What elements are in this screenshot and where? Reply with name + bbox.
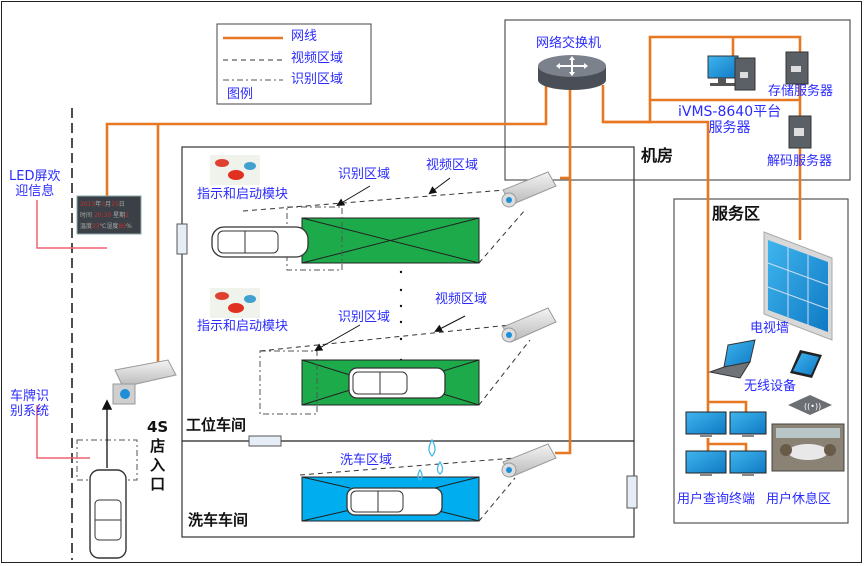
platform-label: iVMS-8640平台 服务器: [678, 104, 781, 136]
tv-wall-icon: [763, 231, 833, 341]
terminal-monitor-icon: [729, 450, 767, 476]
platform-server-icon: [707, 55, 756, 91]
svg-text:((•)): ((•)): [804, 402, 821, 411]
terminal-label: 用户查询终端: [677, 492, 756, 507]
wash-door-top: [248, 435, 282, 447]
wash-zone-label: 洗车区域: [340, 453, 393, 468]
indicator-module-icon-1: [210, 155, 260, 185]
led-label-line1: LED屏欢: [9, 169, 61, 184]
lounge-label: 用户休息区: [766, 492, 832, 507]
legend-box: [216, 23, 372, 105]
bay1-video-label: 视频区域: [426, 158, 479, 173]
continuation-dots: [399, 270, 403, 362]
wireless-ap-icon: ((•)): [788, 395, 832, 415]
bay2-camera-icon: [501, 307, 557, 343]
bay1-camera-icon: [501, 171, 557, 208]
led-display-text: 2013年3月25日 时间 20:30 星期2 温度23℃湿度80%: [80, 201, 132, 230]
laptop-icon: [708, 339, 756, 379]
terminal-monitor-icon: [729, 411, 767, 437]
platform-label-line2: 服务器: [708, 120, 751, 137]
legend-video-label: 视频区域: [291, 51, 344, 66]
bay1-car-icon: [211, 226, 309, 258]
wireless-label: 无线设备: [744, 379, 797, 394]
workshop-door: [176, 223, 188, 255]
wash-title: 洗车车间: [188, 511, 249, 529]
work-bay-1: [211, 177, 526, 271]
entrance-label: 4S 店 入 口: [147, 418, 169, 493]
user-terminals: [685, 411, 767, 476]
platform-label-line1: iVMS-8640平台: [678, 104, 782, 120]
bay2-recog-area: [259, 350, 318, 415]
led-label-line2: 迎信息: [15, 183, 55, 199]
work-bay-2: [259, 315, 531, 415]
lpr-label: 车牌识 别系统: [10, 389, 50, 420]
server-room-title: 机房: [641, 146, 674, 165]
water-drops-icon: [417, 438, 444, 481]
wash-bay: [299, 457, 516, 522]
wash-car-icon: [346, 487, 443, 516]
terminal-monitor-icon: [685, 450, 727, 476]
service-area-box: [673, 198, 849, 524]
decode-server-icon: [788, 115, 812, 149]
entrance-camera-icon: [112, 359, 177, 405]
wash-door-right: [626, 475, 638, 509]
indicator-module-icon-2: [210, 288, 260, 318]
storage-server-label: 存储服务器: [768, 84, 834, 99]
switch-label: 网络交换机: [536, 36, 602, 51]
led-callout-line: [36, 200, 107, 249]
lpr-label-line1: 车牌识: [10, 389, 50, 404]
lounge-photo: [771, 423, 845, 472]
bay1-module-label: 指示和启动模块: [197, 187, 289, 202]
lpr-callout-line: [36, 405, 90, 459]
legend-network-label: 网线: [291, 29, 318, 44]
entrance-car-icon: [89, 469, 127, 559]
legend-title: 图例: [227, 87, 254, 102]
tablet-icon: [790, 350, 822, 378]
wash-camera-icon: [501, 443, 557, 478]
bay2-recog-label: 识别区域: [338, 310, 391, 325]
workshop-title: 工位车间: [186, 416, 247, 434]
network-switch-icon: [538, 55, 606, 90]
storage-server-icon: [785, 51, 809, 85]
bay1-recog-area: [286, 206, 343, 271]
server-room-box: [504, 19, 851, 181]
led-screen: [76, 195, 142, 235]
lpr-label-line2: 别系统: [10, 403, 50, 419]
tv-wall-label: 电视墙: [750, 321, 790, 336]
terminal-monitor-icon: [685, 411, 727, 437]
legend-recog-label: 识别区域: [291, 72, 344, 87]
led-label: LED屏欢 迎信息: [9, 169, 61, 200]
service-title: 服务区: [712, 204, 761, 223]
bay1-recog-label: 识别区域: [338, 167, 391, 182]
bay2-car-icon: [348, 367, 446, 399]
bay2-module-label: 指示和启动模块: [197, 319, 289, 334]
decode-server-label: 解码服务器: [767, 154, 833, 169]
bay2-video-label: 视频区域: [435, 292, 488, 307]
